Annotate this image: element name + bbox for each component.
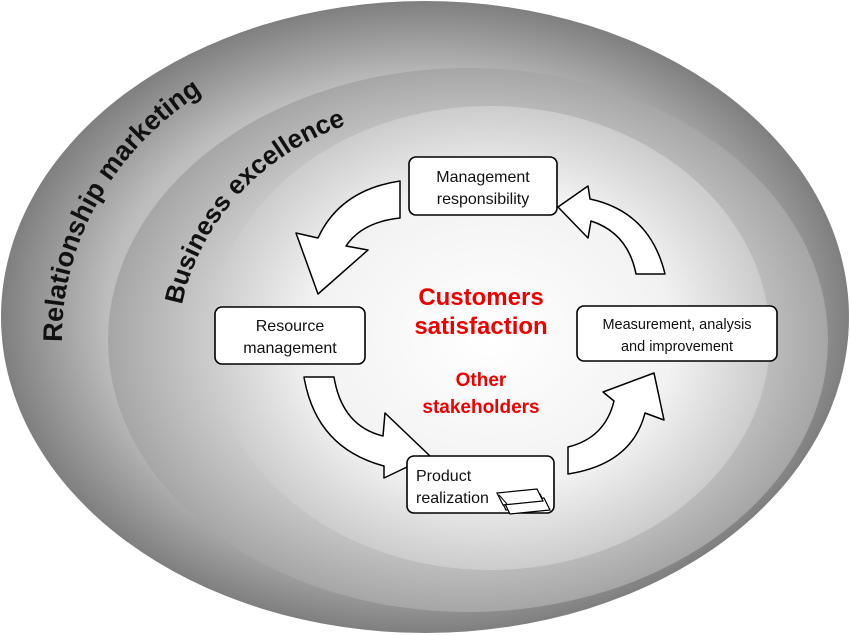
customers-satisfaction-line2: satisfaction (414, 313, 547, 340)
node-product-line1: Product (416, 468, 472, 485)
node-product-line2: realization (416, 490, 489, 507)
node-measurement-analysis: Measurement, analysis and improvement (576, 305, 778, 362)
node-management-box (408, 156, 558, 216)
node-resource-management: Resource management (214, 306, 366, 365)
customers-satisfaction-line1: Customers (418, 284, 543, 311)
other-stakeholders-line1: Other (456, 370, 507, 391)
node-management-line2: responsibility (437, 191, 529, 208)
node-measurement-line1: Measurement, analysis (602, 317, 751, 333)
stacked-pages-icon (496, 488, 551, 515)
node-resource-line2: management (243, 340, 337, 357)
arrow-product-to-measurement (567, 372, 665, 475)
node-management-line1: Management (436, 169, 530, 186)
node-resource-box (214, 306, 366, 365)
node-product-realization: Product realization (406, 455, 555, 515)
node-management-responsibility: Management responsibility (408, 156, 558, 216)
node-measurement-line2: and improvement (621, 339, 733, 355)
arrow-management-to-resource (295, 180, 401, 295)
other-stakeholders-line2: stakeholders (422, 397, 539, 418)
node-resource-line1: Resource (256, 318, 325, 335)
node-measurement-box (576, 305, 778, 362)
arrow-measurement-to-management (557, 185, 666, 275)
